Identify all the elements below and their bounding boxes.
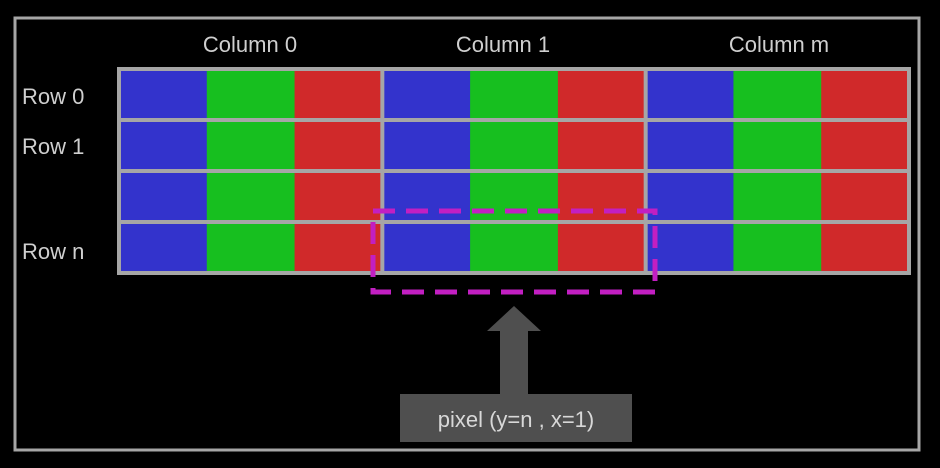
row-1-label: Row 1 <box>22 134 84 159</box>
grid-border <box>117 67 911 275</box>
subpixel-red <box>821 171 910 223</box>
subpixel-red <box>557 69 647 121</box>
column-0-label: Column 0 <box>203 32 297 57</box>
subpixel-green <box>733 171 822 223</box>
column-m-label: Column m <box>729 32 829 57</box>
subpixel-red <box>821 222 910 274</box>
subpixel-blue <box>645 120 734 172</box>
subpixel-blue <box>382 171 471 223</box>
subpixel-green <box>206 120 296 172</box>
subpixel-red <box>557 222 647 274</box>
subpixel-red <box>294 120 383 172</box>
subpixel-green <box>733 120 822 172</box>
subpixel-blue <box>119 69 208 121</box>
row-n-label: Row n <box>22 239 84 264</box>
subpixel-red <box>294 222 383 274</box>
subpixel-green <box>733 222 822 274</box>
subpixel-blue <box>382 69 471 121</box>
subpixel-blue <box>645 222 734 274</box>
highlighted-pixel-outline <box>370 208 658 295</box>
subpixel-green <box>206 222 296 274</box>
pointer-arrow-icon <box>487 306 541 394</box>
subpixel-green <box>470 120 559 172</box>
subpixel-green <box>470 69 559 121</box>
subpixel-red <box>294 69 383 121</box>
subpixel-blue <box>645 69 734 121</box>
callout-label: pixel (y=n , x=1) <box>438 407 595 432</box>
subpixel-blue <box>119 171 208 223</box>
subpixel-red <box>557 171 647 223</box>
grid-lines <box>117 67 911 275</box>
subpixel-green <box>470 222 559 274</box>
subpixel-red <box>821 120 910 172</box>
subpixel-blue <box>119 120 208 172</box>
subpixel-blue <box>382 120 471 172</box>
column-1-label: Column 1 <box>456 32 550 57</box>
subpixel-cells <box>119 69 910 274</box>
subpixel-blue <box>645 171 734 223</box>
subpixel-blue <box>382 222 471 274</box>
subpixel-green <box>470 171 559 223</box>
callout-box <box>400 394 632 442</box>
subpixel-red <box>557 120 647 172</box>
subpixel-red <box>294 171 383 223</box>
subpixel-red <box>821 69 910 121</box>
outer-frame <box>13 16 921 452</box>
subpixel-green <box>206 171 296 223</box>
subpixel-green <box>733 69 822 121</box>
row-0-label: Row 0 <box>22 84 84 109</box>
subpixel-blue <box>119 222 208 274</box>
subpixel-green <box>206 69 296 121</box>
